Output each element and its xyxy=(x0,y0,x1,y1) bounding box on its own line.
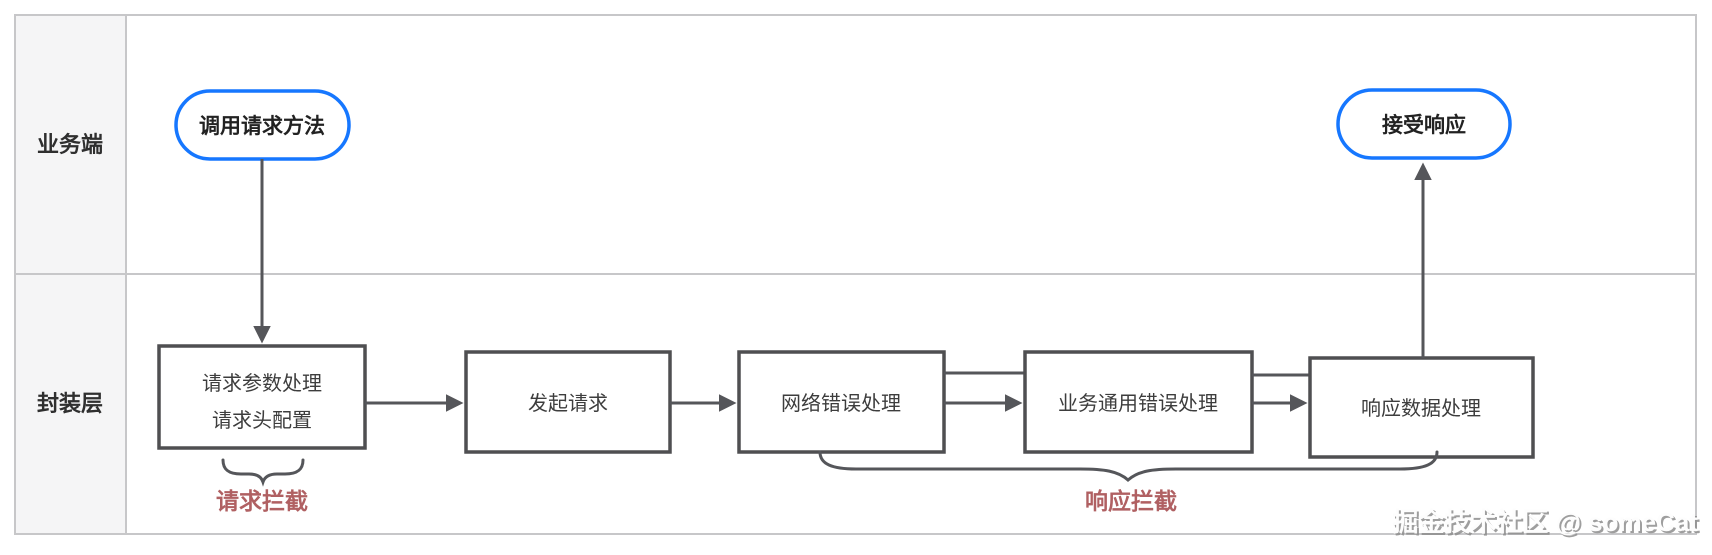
node-network-error: 网络错误处理 xyxy=(737,350,946,454)
lane-label-wrapper: 封装层 xyxy=(37,391,103,416)
param-processing-box xyxy=(157,344,367,450)
receive-response-pill xyxy=(1336,88,1512,160)
request-intercept-label: 请求拦截 xyxy=(216,488,308,514)
node-send-request: 发起请求 xyxy=(464,350,672,454)
response-intercept-brace xyxy=(818,450,1439,483)
watermark-text: 掘金技术社区 @ someCat xyxy=(1392,507,1698,537)
node-response-data: 响应数据处理 xyxy=(1308,356,1535,459)
response-data-label: 响应数据处理 xyxy=(1361,397,1481,420)
call-request-label: 调用请求方法 xyxy=(199,114,325,138)
node-business-error: 业务通用错误处理 xyxy=(1023,350,1254,454)
lane-label-business: 业务端 xyxy=(37,132,103,157)
response-intercept-label: 响应拦截 xyxy=(1085,488,1177,514)
node-call-request: 调用请求方法 xyxy=(174,89,351,161)
network-error-label: 网络错误处理 xyxy=(781,392,901,415)
node-param-processing: 请求参数处理 请求头配置 xyxy=(157,344,367,450)
business-error-box xyxy=(1023,350,1254,454)
network-error-box xyxy=(737,350,946,454)
watermark-shadow: 掘金技术社区 @ someCat xyxy=(1394,509,1700,539)
response-data-box xyxy=(1308,356,1535,459)
node-receive-response: 接受响应 xyxy=(1336,88,1512,160)
send-request-label: 发起请求 xyxy=(528,392,608,415)
receive-response-label: 接受响应 xyxy=(1382,113,1466,137)
send-request-box xyxy=(464,350,672,454)
business-error-label: 业务通用错误处理 xyxy=(1058,392,1218,415)
param-processing-line2: 请求头配置 xyxy=(212,409,312,432)
param-processing-line1: 请求参数处理 xyxy=(202,372,322,395)
request-intercept-brace xyxy=(221,458,305,487)
watermark: 掘金技术社区 @ someCat 掘金技术社区 @ someCat xyxy=(1392,507,1700,539)
